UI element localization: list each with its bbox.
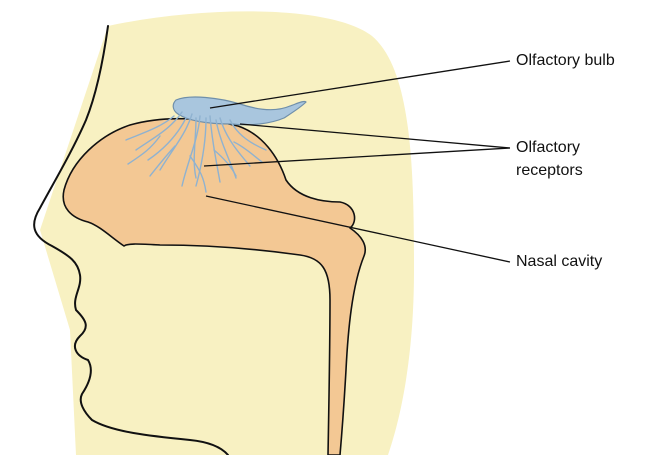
label-olfactory-receptors: Olfactory receptors — [516, 136, 583, 182]
nasal-cavity-shape — [62, 117, 366, 455]
label-olfactory-receptors-line2: receptors — [516, 162, 583, 179]
leader-line-olfactory-receptors-2 — [203, 147, 511, 167]
leader-line-nasal-cavity — [205, 195, 511, 263]
receptor-fiber — [149, 113, 193, 177]
receptor-fiber — [147, 117, 187, 161]
label-olfactory-bulb: Olfactory bulb — [516, 52, 615, 69]
receptor-fiber — [229, 119, 267, 151]
olfactory-receptor-fibers — [125, 111, 267, 193]
receptor-fiber — [195, 117, 207, 187]
receptor-fiber — [193, 117, 197, 179]
receptor-fiber — [127, 111, 183, 165]
receptor-fiber — [125, 115, 175, 141]
label-olfactory-receptors-line1: Olfactory — [516, 139, 581, 156]
leader-line-olfactory-receptors-1 — [239, 123, 511, 149]
label-nasal-cavity: Nasal cavity — [516, 253, 603, 270]
olfactory-bulb-group — [125, 96, 307, 193]
leader-line-olfactory-bulb — [209, 60, 511, 109]
receptor-fiber — [219, 117, 263, 167]
receptor-fiber — [215, 119, 237, 179]
face-profile-outline — [33, 25, 229, 455]
receptor-fiber — [181, 115, 207, 193]
